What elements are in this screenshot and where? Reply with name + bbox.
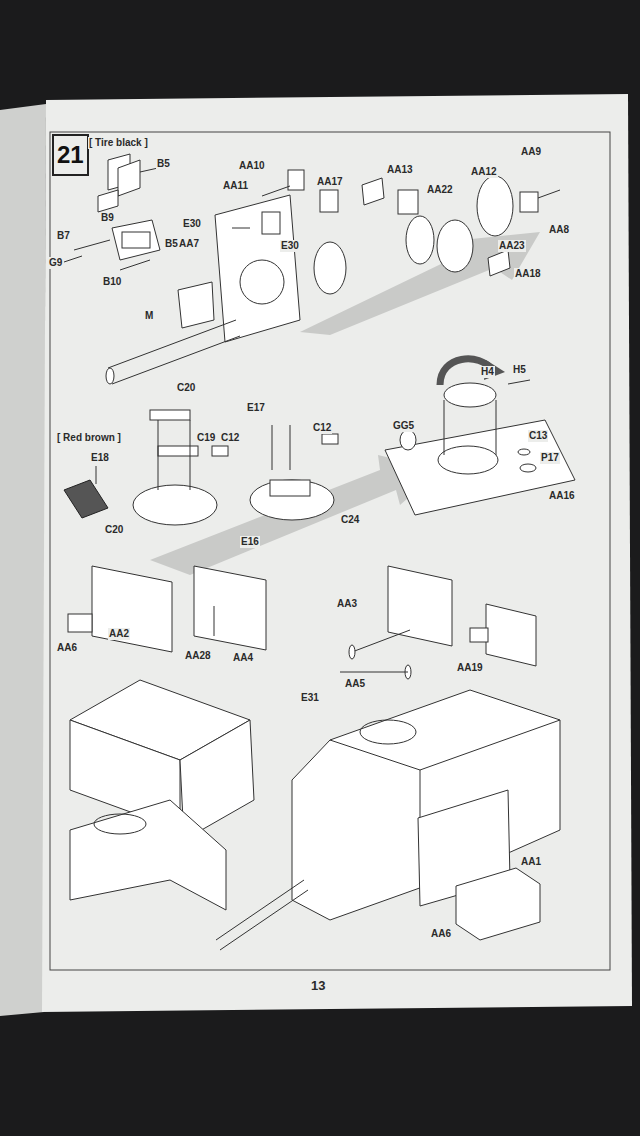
part-number: G9 <box>48 257 63 269</box>
part-number: GG5 <box>392 420 415 432</box>
part-number: C19 <box>196 432 216 444</box>
part-number: B10 <box>102 276 122 288</box>
part-number: C24 <box>340 514 360 526</box>
part-number: AA5 <box>344 678 366 690</box>
page-number: 13 <box>310 980 326 992</box>
part-number: B9 <box>100 212 115 224</box>
part-number: E30 <box>182 218 202 230</box>
part-number: C20 <box>176 382 196 394</box>
part-number: AA13 <box>386 164 414 176</box>
part-number: AA11 <box>222 180 249 192</box>
part-number: E31 <box>300 692 320 704</box>
part-number: [ Tire black ] <box>88 137 149 149</box>
part-number: AA18 <box>514 268 542 280</box>
part-number: AA10 <box>238 160 266 172</box>
part-number: AA28 <box>184 650 212 662</box>
part-number: C12 <box>312 422 332 434</box>
part-number: AA2 <box>108 628 130 640</box>
step-number: 21 <box>54 141 87 169</box>
part-number: AA8 <box>548 224 570 236</box>
part-number: C20 <box>104 524 124 536</box>
part-number: AA16 <box>548 490 576 502</box>
part-number: AA9 <box>520 146 542 158</box>
part-number: AA19 <box>456 662 484 674</box>
part-number: AA22 <box>426 184 454 196</box>
part-number: AA6 <box>430 928 452 940</box>
part-number: B7 <box>56 230 71 242</box>
part-number: P17 <box>540 452 560 464</box>
part-number: E18 <box>90 452 110 464</box>
part-number: E16 <box>240 536 260 548</box>
part-number: E17 <box>246 402 266 414</box>
part-number: AA1 <box>520 856 542 868</box>
part-number: AA7 <box>178 238 200 250</box>
part-number: AA12 <box>470 166 498 178</box>
part-number: C12 <box>220 432 240 444</box>
part-number: H4 <box>480 366 495 378</box>
part-number: AA4 <box>232 652 254 664</box>
part-number: C13 <box>528 430 548 442</box>
step-number-box: 21 <box>52 134 89 176</box>
part-number: AA17 <box>316 176 344 188</box>
part-number: H5 <box>512 364 527 376</box>
part-number: E30 <box>280 240 300 252</box>
part-number: B5 <box>164 238 179 250</box>
part-number: B5 <box>156 158 171 170</box>
part-number: AA3 <box>336 598 358 610</box>
part-number: [ Red brown ] <box>56 432 122 444</box>
part-number: AA23 <box>498 240 526 252</box>
part-number: M <box>144 310 154 322</box>
part-number: AA6 <box>56 642 78 654</box>
